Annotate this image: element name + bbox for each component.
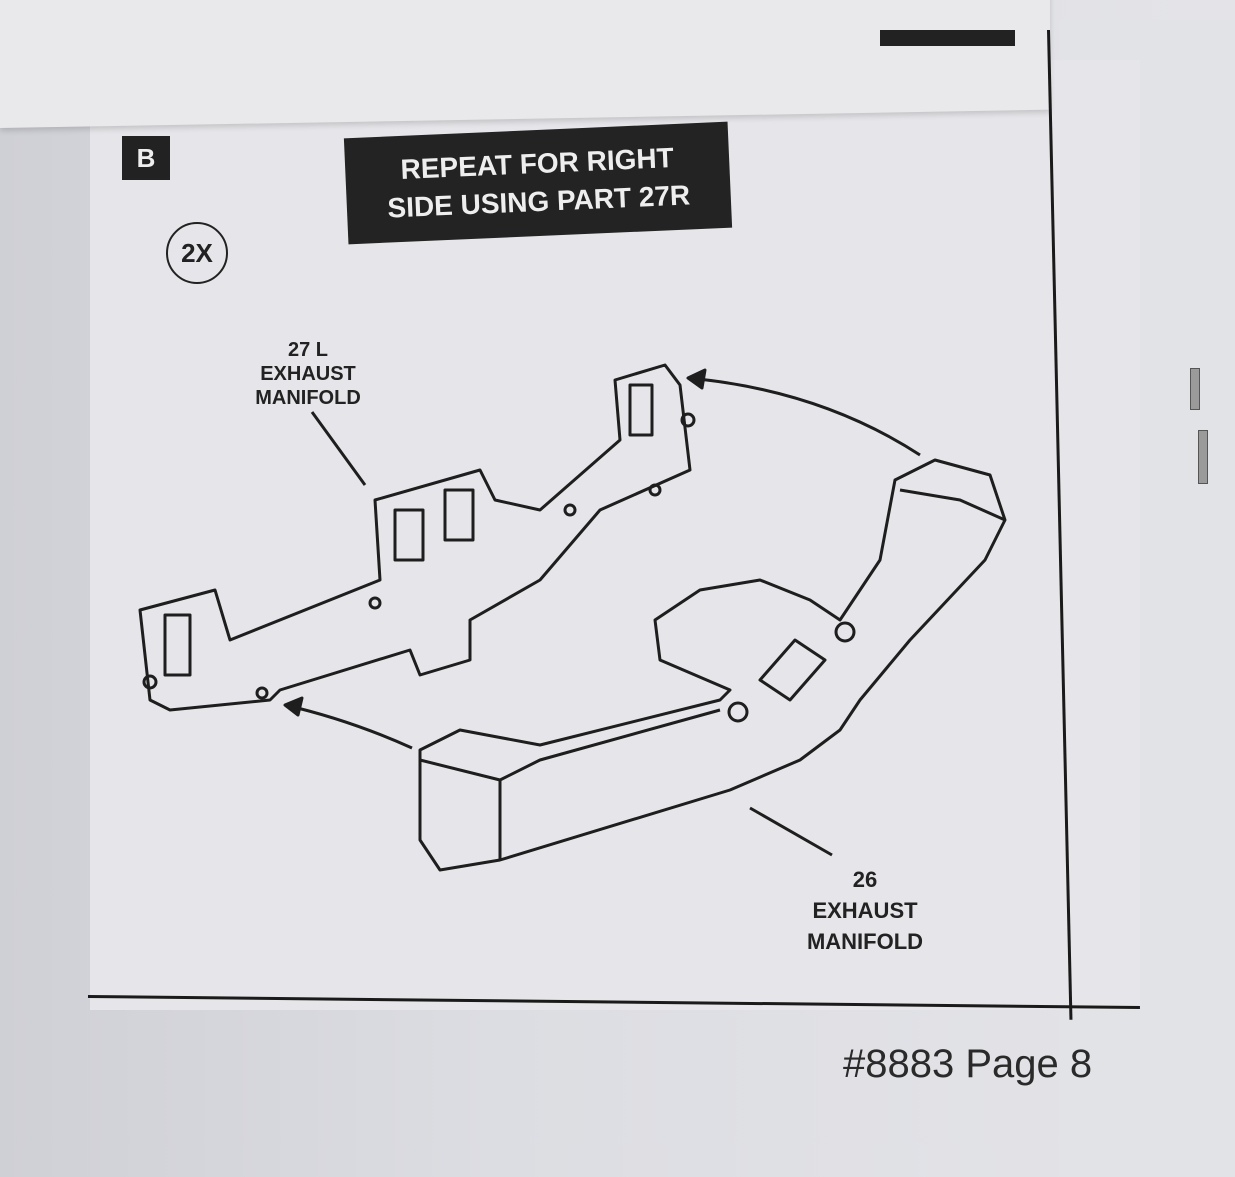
assembly-arrow [687,376,921,457]
part-26-drawing [418,458,1007,872]
assembly-arrow [284,703,413,750]
part-number: 27 L [287,339,329,361]
quantity-badge: 2X [166,222,228,284]
page-number: #8883 Page 8 [843,1042,1093,1086]
part-number: 26 [852,867,878,892]
header-bar [880,30,1015,46]
part-name-line-1: EXHAUST [812,898,918,923]
leader-27l [310,411,367,486]
part-27l-label: 27 L EXHAUST MANIFOLD [238,338,378,410]
binding-staple [1198,430,1208,484]
binding-staple [1190,368,1200,410]
part-26-label: 26 EXHAUST MANIFOLD [785,864,945,957]
part-name-line-2: MANIFOLD [255,387,361,409]
part-27l-drawing [138,363,696,712]
part-name-line-2: MANIFOLD [806,929,924,954]
step-letter: B [122,136,170,180]
leader-26 [749,806,833,857]
part-name-line-1: EXHAUST [260,363,356,385]
